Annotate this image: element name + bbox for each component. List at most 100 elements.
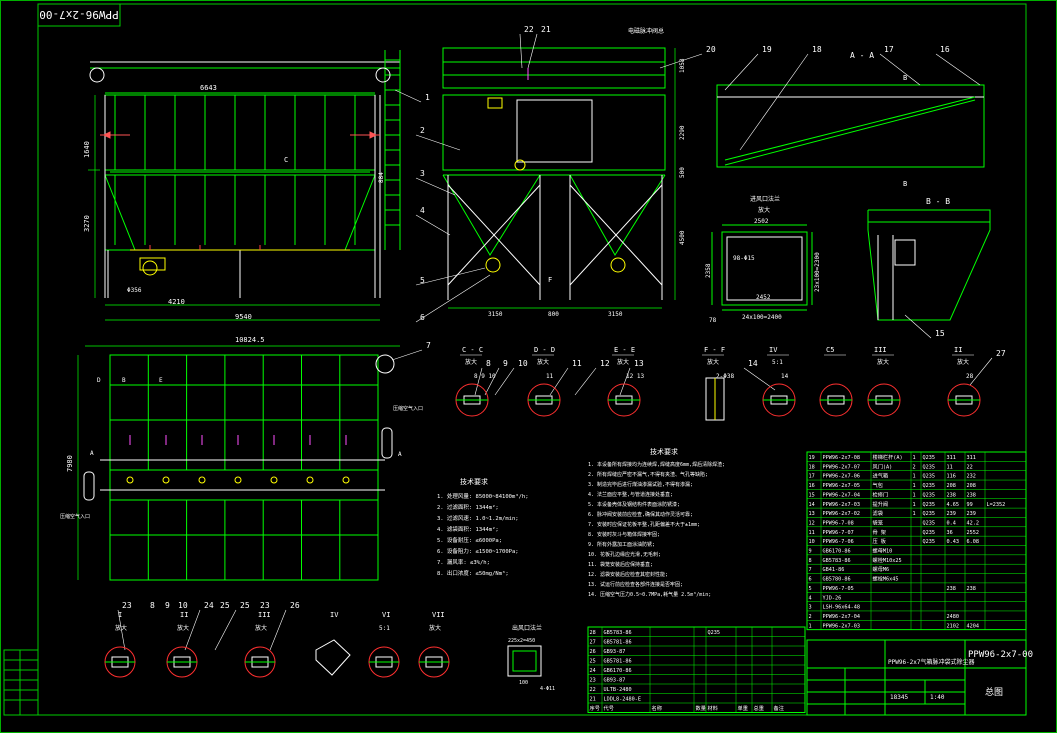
label-f: F: [548, 276, 552, 284]
bom-lower-cell: GB5781-86: [604, 659, 632, 665]
bom-cell: 14: [809, 502, 815, 508]
bom-cell: 6: [809, 577, 812, 583]
dim-3150-left: 3150: [488, 311, 503, 318]
tech-right-line-3: 4. 法兰面应平整,与管道连接处垂直;: [588, 491, 673, 498]
dim-9540: 9540: [235, 313, 252, 321]
leader-line: [415, 177, 456, 196]
inlet-hole: 98-Φ15: [733, 255, 755, 262]
bom-cell: 16: [809, 483, 815, 489]
inlet-dim-right: 23x100=2300: [814, 252, 821, 292]
plan-valve: [198, 476, 206, 484]
bom-cell: 13: [809, 511, 815, 517]
bom-cell: PPW96-7-05: [823, 586, 854, 592]
title-block: PPW96-2x7气箱脉冲袋式除尘器 PPW96-2x7-00 总图 18345…: [806, 639, 1033, 716]
bom-cell: PPW96-2x7-06: [823, 474, 860, 480]
section-bb-title: B - B: [926, 197, 950, 206]
plan-view: 10824.5 7980 压缩空气入口 压缩空气入口 D E A A B: [60, 336, 423, 581]
section-aa-bottom: B: [903, 180, 907, 188]
leader-line: [527, 33, 538, 69]
bom-cell: Q235: [923, 530, 936, 536]
plan-label-d: D: [97, 377, 101, 384]
section-aa-title: A - A: [850, 51, 874, 60]
bom-cell: 2: [913, 464, 916, 470]
outlet-flange-detail: 出风口法兰 225x2=450 100 4-Φ11: [507, 624, 555, 692]
dim-3150-right: 3150: [608, 311, 623, 318]
section-parts-0: 8 9 10: [474, 373, 496, 380]
leader-line: [519, 33, 523, 69]
tech-right-line-9: 10. 花板孔边缘应光滑,无毛刺;: [588, 551, 661, 558]
plan-valve: [270, 476, 278, 484]
dim-4500: 4500: [679, 230, 686, 245]
bom-cell: 116: [947, 474, 956, 480]
part-number-6: 6: [420, 313, 425, 322]
bom-lower-cell: 序号: [590, 704, 600, 712]
part-number-4: 4: [420, 206, 425, 215]
bom-lower-cell: LDDL8-2480-E: [604, 697, 641, 703]
tech-right-line-5: 6. 脉冲阀安装前应检查,确保其动作灵活可靠;: [588, 511, 693, 518]
section-parts-1: 11: [546, 373, 554, 380]
section-title-0: C - C: [462, 346, 483, 354]
leader-line: [904, 314, 932, 339]
part-number-13: 13: [634, 359, 644, 368]
leader-line: [739, 53, 809, 151]
bom-cell: YJD-26: [823, 595, 842, 601]
tech-right-line-11: 12. 滤袋安装后应检查其密封性能;: [588, 571, 668, 578]
bom-lower-cell: GB6170-86: [604, 668, 632, 674]
section2-title-5: VII: [432, 611, 445, 619]
bom-upper-frame: [806, 451, 1027, 631]
leader-line: [724, 53, 759, 91]
bom-cell: 311: [947, 455, 956, 461]
outlet-dim-c: 4-Φ11: [540, 686, 555, 692]
bom-cell: PPW96-7-07: [823, 530, 854, 536]
leader-line: [484, 367, 500, 396]
bom-cell: 螺母M10: [873, 547, 893, 555]
leader-line: [619, 367, 631, 396]
part-number-14: 14: [748, 359, 758, 368]
section2-scale-2: 放大: [255, 624, 267, 632]
bom-lower-frame: [587, 626, 806, 713]
part-number-27: 27: [996, 349, 1006, 358]
bom-cell: 99: [967, 502, 973, 508]
outlet-dim-b: 100: [519, 680, 528, 686]
tech-left-line-0: 1. 处理风量: 85000~84100m³/h;: [437, 492, 529, 500]
leader-line: [474, 367, 483, 396]
bom-cell: 1: [913, 455, 916, 461]
bom-cell: 1: [913, 474, 916, 480]
bom-cell: 提升阀: [873, 500, 889, 508]
bom-cell: 进气箱: [873, 472, 889, 480]
title-sheet-name: 总图: [985, 686, 1003, 698]
outlet-dim-a: 225x2=450: [508, 638, 535, 644]
title-product: PPW96-2x7气箱脉冲袋式除尘器: [888, 658, 975, 666]
bom-cell: 311: [967, 455, 976, 461]
section-scale-6: 放大: [877, 358, 889, 366]
bom-cell: 0.43: [947, 539, 960, 545]
dim-800: 800: [548, 311, 559, 318]
inlet-title: 进风口法兰: [750, 195, 780, 203]
bom-cell: 风门(A): [873, 462, 893, 470]
bom-lower-cell: GB93-87: [604, 678, 626, 684]
leader-line: [935, 53, 981, 86]
bom-lower-cell: 22: [590, 687, 596, 693]
bom-cell: PPW96-7-06: [823, 539, 854, 545]
bom-cell: 2102: [947, 623, 960, 629]
bom-cell: 1: [913, 511, 916, 517]
part-number-9b: 9: [165, 601, 170, 610]
bom-cell: 239: [967, 511, 976, 517]
bom-cell: GB41-86: [823, 567, 845, 573]
bom-lower-cell: 数量: [696, 704, 706, 712]
plan-valve: [234, 476, 242, 484]
section-parts-2: 12 13: [626, 373, 644, 380]
bom-cell: 239: [947, 511, 956, 517]
section-title-5: C5: [826, 346, 834, 354]
bom-cell: Q235: [923, 511, 936, 517]
part-number-7: 7: [426, 341, 431, 350]
bom-cell: 袋笼: [873, 518, 883, 526]
bom-lower-cell: GB5781-86: [604, 640, 632, 646]
bom-cell: 208: [967, 483, 976, 489]
bom-cell: 12: [809, 520, 815, 526]
bom-cell: Q235: [923, 492, 936, 498]
bom-cell: 4204: [967, 623, 980, 629]
part-number-17: 17: [884, 45, 894, 54]
